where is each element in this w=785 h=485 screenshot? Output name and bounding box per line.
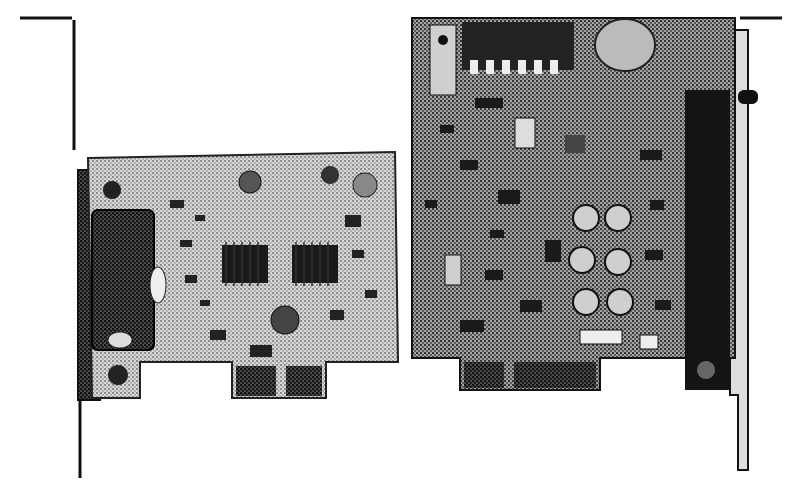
- right-card-components: [425, 98, 671, 350]
- right-card-pcb: [411, 17, 736, 391]
- right-card: [411, 16, 782, 471]
- serial-port-connector-icon: [91, 181, 167, 385]
- left-card-bracket: [20, 16, 101, 478]
- left-card: [20, 16, 400, 478]
- left-card-edge-connector: [236, 366, 322, 396]
- left-card-components: [170, 166, 378, 357]
- right-card-top-chips: [429, 18, 656, 96]
- left-card-chips: [222, 242, 338, 286]
- right-card-edge-connector: [464, 362, 596, 388]
- right-card-bracket: [729, 16, 782, 471]
- right-card-capacitors: [568, 204, 634, 316]
- audio-jack-strip-icon: [685, 90, 758, 390]
